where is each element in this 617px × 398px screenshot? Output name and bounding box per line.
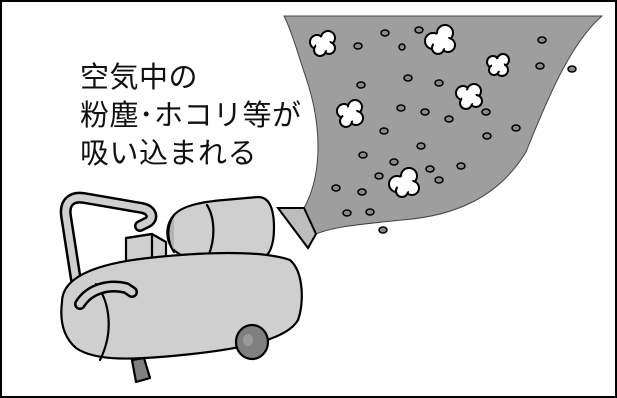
dust-particle-icon bbox=[535, 62, 545, 70]
dust-puff bbox=[486, 53, 510, 77]
dust-particle-icon bbox=[398, 43, 406, 51]
dust-particle-icon bbox=[365, 208, 375, 216]
dust-particle-icon bbox=[434, 79, 444, 87]
dust-particle-icon bbox=[380, 29, 390, 37]
dust-particle-icon bbox=[331, 184, 341, 192]
dust-particle-icon bbox=[358, 151, 368, 159]
dust-particle-icon bbox=[414, 26, 424, 34]
caption-line-1: 空気中の bbox=[80, 60, 199, 94]
dust-particle-icon bbox=[357, 188, 367, 196]
dust-particle-icon bbox=[378, 226, 388, 234]
dust-particle-icon bbox=[342, 209, 352, 217]
dust-particle-icon bbox=[379, 127, 389, 135]
airflow-arrow-icon bbox=[276, 207, 318, 250]
dust-particle-icon bbox=[456, 162, 466, 170]
dust-particle-icon bbox=[511, 124, 521, 132]
compressor-foot bbox=[130, 356, 152, 384]
dust-particle-icon bbox=[425, 165, 435, 173]
dust-particle-icon bbox=[389, 158, 399, 166]
dust-particles bbox=[331, 26, 577, 234]
air-compressor-icon bbox=[59, 191, 303, 384]
dust-puff bbox=[388, 167, 420, 198]
dust-particle-icon bbox=[434, 176, 444, 184]
dust-particle-icon bbox=[444, 115, 454, 123]
dust-particle-icon bbox=[403, 74, 413, 82]
compressor-top-tank bbox=[166, 195, 276, 263]
dust-particle-icon bbox=[374, 172, 384, 180]
dust-particle-icon bbox=[396, 104, 406, 112]
caption-line-2: 粉塵･ホコリ等が bbox=[80, 98, 302, 132]
dust-particle-icon bbox=[537, 36, 547, 44]
dust-puff bbox=[424, 24, 456, 55]
dust-particle-icon bbox=[482, 132, 492, 140]
dust-puffs bbox=[309, 24, 510, 198]
dust-puff bbox=[309, 30, 336, 57]
dust-particle-icon bbox=[420, 108, 430, 116]
dust-puff bbox=[455, 83, 483, 110]
dust-particle-icon bbox=[481, 108, 491, 116]
caption-text: 空気中の 粉塵･ホコリ等が 吸い込まれる bbox=[80, 58, 302, 172]
dust-particle-icon bbox=[567, 65, 577, 73]
dust-puff bbox=[336, 99, 364, 128]
caption-line-3: 吸い込まれる bbox=[80, 136, 258, 170]
dust-particle-icon bbox=[353, 42, 363, 50]
dust-particle-icon bbox=[356, 81, 366, 89]
dust-particle-icon bbox=[416, 142, 426, 150]
